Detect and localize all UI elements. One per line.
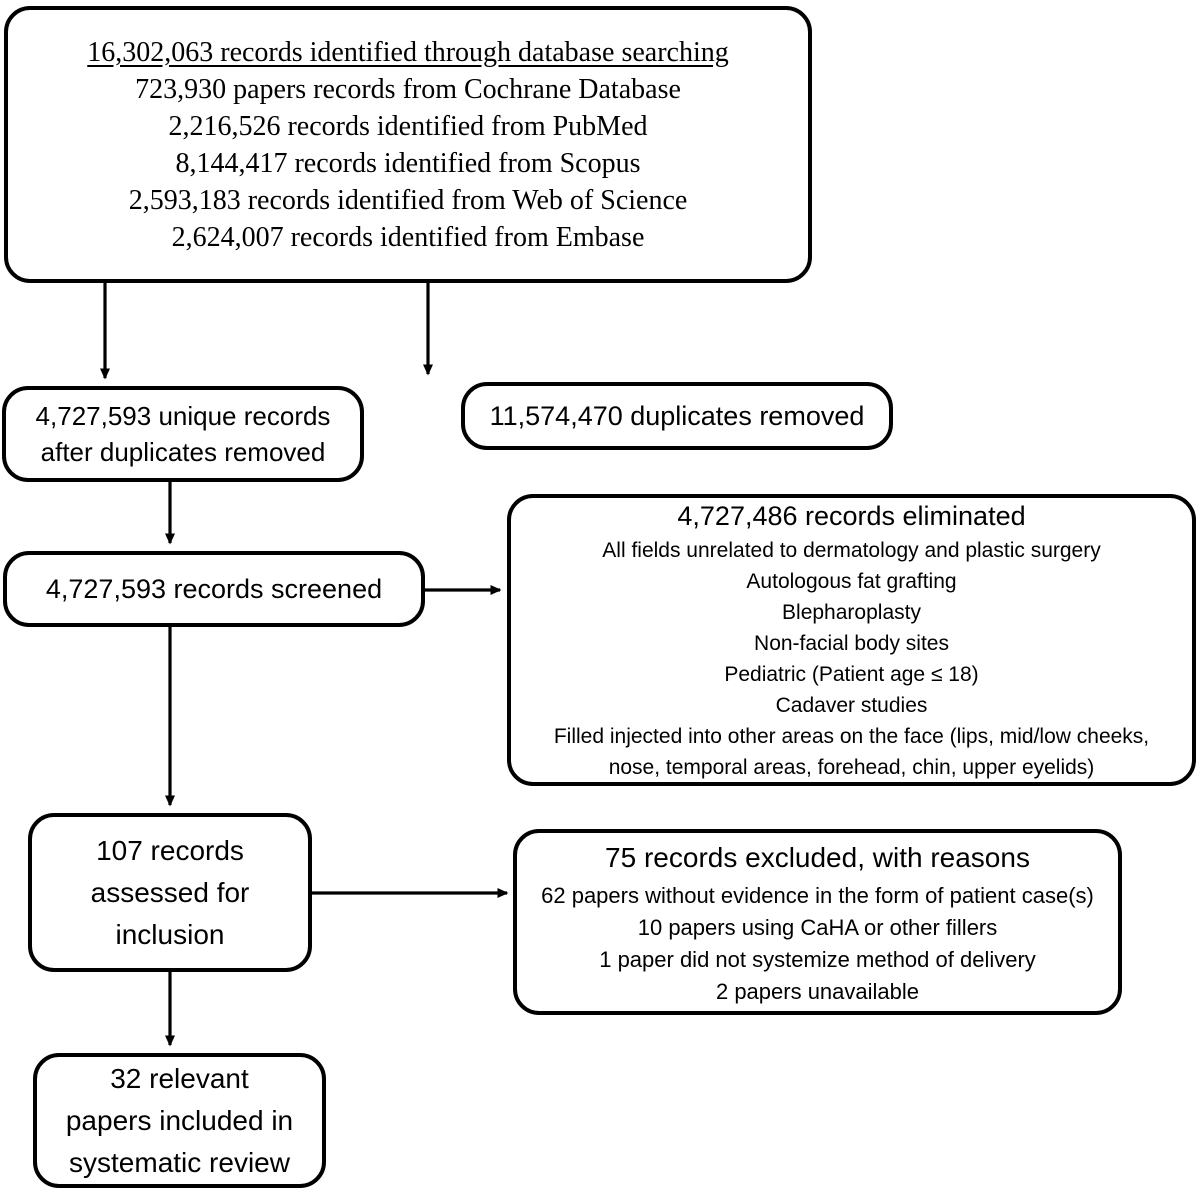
excluded-header: 75 records excluded, with reasons (605, 842, 1030, 873)
box-records-assessed: 107 records assessed for inclusion (28, 813, 312, 972)
identified-total-line: 16,302,063 records identified through da… (87, 36, 729, 68)
identified-source-cochrane: 723,930 papers records from Cochrane Dat… (135, 73, 681, 105)
identified-source-embase: 2,624,007 records identified from Embase (171, 221, 645, 253)
eliminated-reason-3: Blepharoplasty (782, 601, 921, 624)
excluded-reason-4: 2 papers unavailable (715, 979, 920, 1004)
excluded-reason-1: 62 papers without evidence in the form o… (541, 883, 1094, 908)
eliminated-reason-6: Cadaver studies (775, 694, 928, 717)
unique-line-2: after duplicates removed (40, 437, 326, 467)
identified-source-scopus: 8,144,417 records identified from Scopus (175, 147, 641, 179)
box-records-eliminated: 4,727,486 records eliminated All fields … (507, 494, 1196, 786)
unique-line-1: 4,727,593 unique records (35, 401, 331, 431)
excluded-reason-2: 10 papers using CaHA or other fillers (637, 915, 998, 940)
assessed-line-3: inclusion (115, 918, 225, 950)
assessed-line-2: assessed for (90, 876, 250, 908)
eliminated-reason-7b: nose, temporal areas, forehead, chin, up… (608, 756, 1095, 779)
box-papers-included: 32 relevant papers included in systemati… (33, 1053, 326, 1188)
box-records-screened: 4,727,593 records screened (3, 551, 425, 627)
included-line-3: systematic review (69, 1146, 290, 1178)
box-records-identified: 16,302,063 records identified through da… (4, 6, 812, 283)
assessed-line-1: 107 records (96, 834, 244, 866)
eliminated-header: 4,727,486 records eliminated (677, 501, 1026, 531)
duplicates-line-1: 11,574,470 duplicates removed (489, 401, 865, 431)
identified-source-pubmed: 2,216,526 records identified from PubMed (168, 110, 648, 142)
excluded-reason-3: 1 paper did not systemize method of deli… (599, 947, 1036, 972)
eliminated-reason-4: Non-facial body sites (754, 632, 949, 655)
eliminated-reason-2: Autologous fat grafting (746, 570, 957, 593)
box-duplicates-removed: 11,574,470 duplicates removed (461, 382, 893, 450)
included-line-2: papers included in (65, 1104, 294, 1136)
identified-source-web-of-science: 2,593,183 records identified from Web of… (128, 184, 688, 216)
box-records-excluded: 75 records excluded, with reasons 62 pap… (513, 829, 1122, 1015)
box-unique-records: 4,727,593 unique records after duplicate… (2, 386, 364, 482)
eliminated-reason-5: Pediatric (Patient age ≤ 18) (724, 663, 979, 686)
screened-line-1: 4,727,593 records screened (45, 574, 383, 604)
eliminated-reason-1: All fields unrelated to dermatology and … (602, 539, 1101, 562)
included-line-1: 32 relevant (110, 1062, 249, 1094)
eliminated-reason-7a: Filled injected into other areas on the … (553, 725, 1150, 748)
